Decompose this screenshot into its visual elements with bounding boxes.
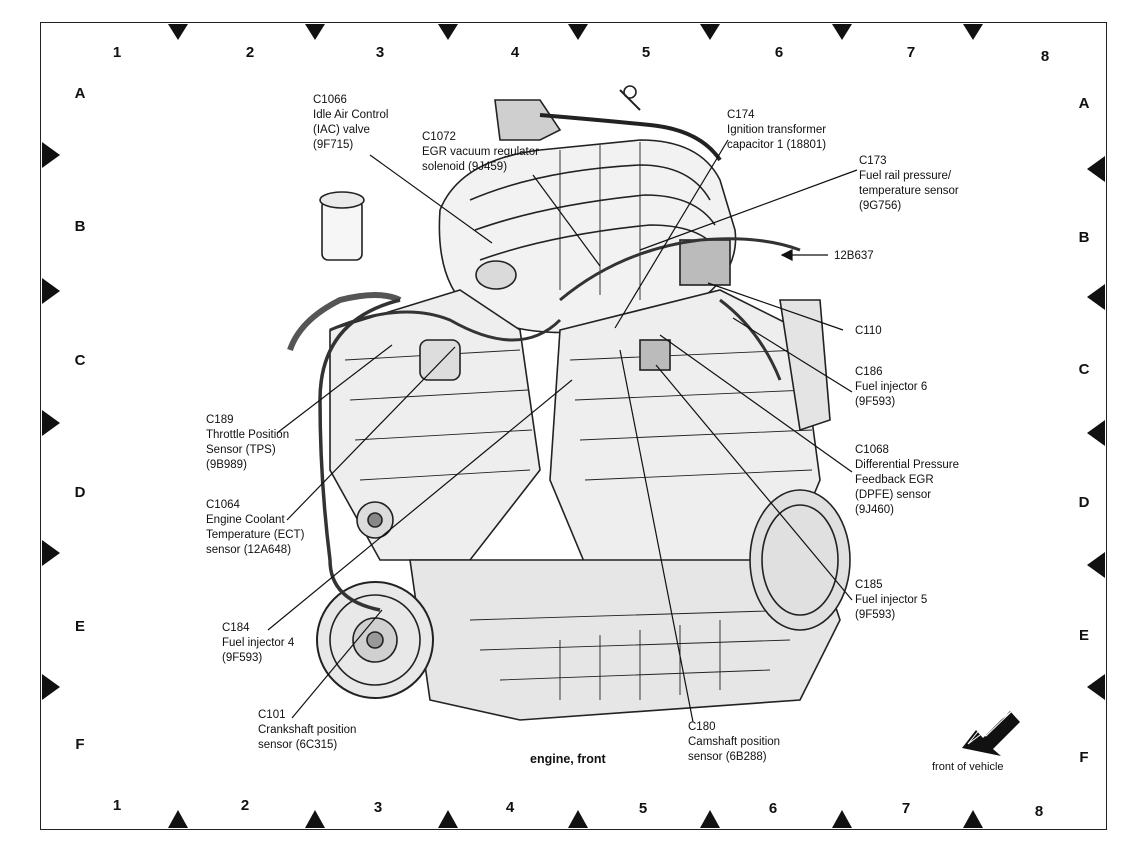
row-letter: C [1078,361,1090,378]
grid-markers [42,24,1105,828]
column-number: 1 [112,797,122,814]
column-number: 7 [901,800,911,817]
row-letter: F [75,736,85,753]
column-number: 4 [505,799,515,816]
column-number: 2 [240,797,250,814]
row-letter: E [74,618,85,635]
column-number: 6 [768,800,778,817]
row-letter: A [1078,95,1090,112]
column-number: 3 [373,799,383,816]
leader-lines [267,139,858,723]
column-number: 2 [245,44,255,61]
column-number: 8 [1040,48,1050,65]
row-letter: F [1079,749,1089,766]
row-letter: A [74,85,86,102]
diagram-caption: engine, front [530,752,606,766]
callout-c110: C110 [855,325,882,337]
column-number: 5 [638,800,648,817]
diagram-frame [40,22,1107,830]
front-of-vehicle-label: front of vehicle [932,761,1004,773]
column-number: 4 [510,44,520,61]
column-number: 7 [906,44,916,61]
column-number: 3 [375,44,385,61]
front-of-vehicle-arrow-icon [962,710,1020,756]
row-letter: E [1078,627,1089,644]
column-number: 8 [1034,803,1044,820]
column-number: 6 [774,44,784,61]
callout-12b637: 12B637 [834,250,874,262]
row-letter: B [1078,229,1090,246]
row-letter: C [74,352,86,369]
engine-illustration [287,85,851,721]
column-number: 5 [641,44,651,61]
row-letter: D [1078,494,1090,511]
row-letter: D [74,484,86,501]
column-number: 1 [112,44,122,61]
row-letter: B [74,218,86,235]
